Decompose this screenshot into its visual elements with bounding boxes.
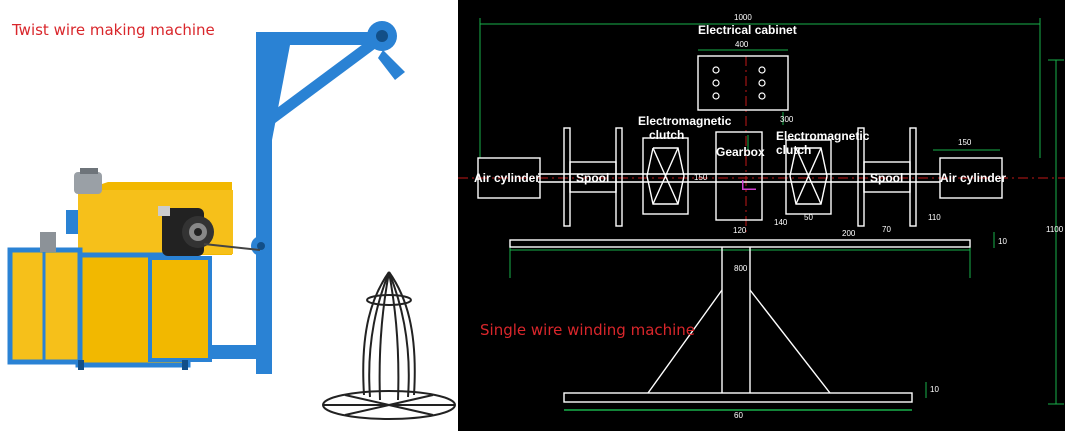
cad-drawing: Electrical cabinet Electromagnetic clutc…	[458, 13, 1065, 420]
dim-base-width: 60	[734, 411, 743, 420]
dim-base-thickness: 10	[930, 385, 939, 394]
cabinet-holes	[712, 66, 766, 100]
dim-gearbox: 140	[774, 218, 788, 227]
twist-wire-caption: Twist wire making machine	[12, 21, 215, 39]
dim-table-thickness: 10	[998, 237, 1007, 246]
twist-wire-machine-illustration	[7, 21, 456, 420]
twist-wire-machine-panel: Twist wire making machine	[0, 0, 458, 431]
label-em-clutch-left-line1: Electromagnetic	[638, 114, 732, 128]
label-em-clutch-right-line2: clutch	[776, 143, 811, 157]
dim-cylinder-height: 110	[928, 213, 941, 222]
dim-clutch-width: 50	[804, 213, 813, 222]
machine-outline	[477, 55, 1003, 411]
dim-cabinet-height: 300	[780, 115, 794, 124]
dim-gearbox-width: 120	[733, 226, 747, 235]
label-spool-left: Spool	[576, 171, 609, 185]
label-electrical-cabinet: Electrical cabinet	[698, 23, 797, 37]
label-spool-right: Spool	[870, 171, 903, 185]
dim-overall-width: 1000	[734, 13, 752, 22]
dim-total-height: 1100	[1046, 225, 1064, 234]
winding-machine-caption: Single wire winding machine	[480, 321, 696, 339]
label-air-cylinder-right: Air cylinder	[940, 171, 1006, 185]
axis-marker	[742, 180, 756, 190]
label-em-clutch-left-line2: clutch	[649, 128, 684, 142]
label-gearbox: Gearbox	[716, 145, 765, 159]
label-air-cylinder-left: Air cylinder	[474, 171, 540, 185]
dim-table-width: 800	[734, 264, 748, 273]
dim-spool-height: 200	[842, 229, 856, 238]
dimension-lines	[479, 18, 1064, 405]
dim-spool-width: 70	[882, 225, 891, 234]
dim-clutch-height: 150	[694, 173, 708, 182]
winding-machine-drawing-panel: Electrical cabinet Electromagnetic clutc…	[458, 0, 1065, 431]
dim-cylinder-width: 150	[958, 138, 972, 147]
dim-cabinet-width: 400	[735, 40, 749, 49]
label-em-clutch-right-line1: Electromagnetic	[776, 129, 870, 143]
